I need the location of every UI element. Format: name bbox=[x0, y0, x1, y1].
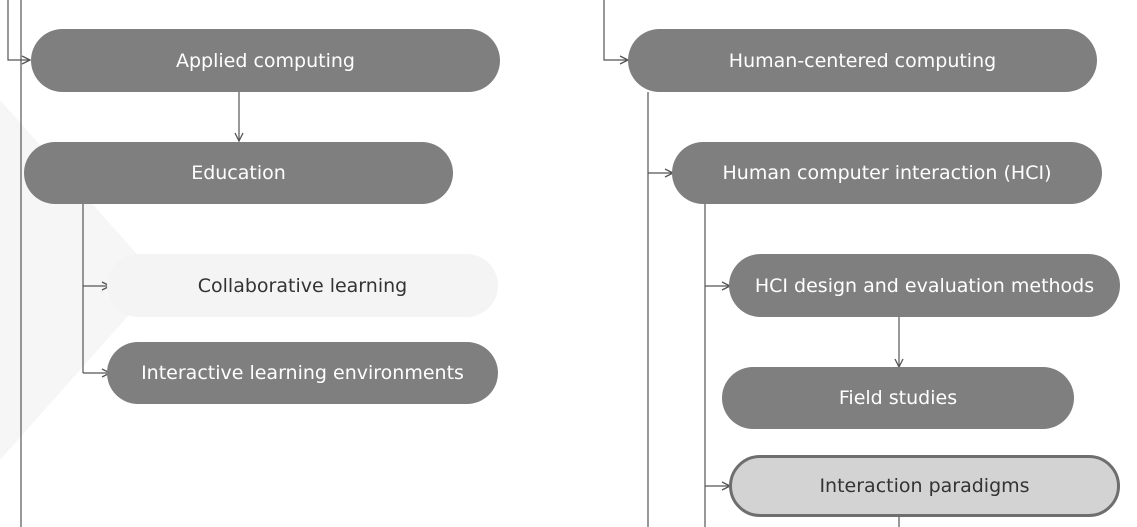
node-interaction-paradigms[interactable]: Interaction paradigms bbox=[729, 455, 1120, 517]
node-hci[interactable]: Human computer interaction (HCI) bbox=[672, 142, 1102, 204]
connector-to-human-centered bbox=[603, 0, 628, 60]
node-applied-computing[interactable]: Applied computing bbox=[31, 29, 500, 92]
connector-to-applied-computing bbox=[7, 0, 30, 60]
node-hci-design-and-evaluation-methods[interactable]: HCI design and evaluation methods bbox=[729, 254, 1120, 317]
node-field-studies[interactable]: Field studies bbox=[722, 367, 1074, 429]
node-human-centered-computing[interactable]: Human-centered computing bbox=[628, 29, 1097, 92]
node-education[interactable]: Education bbox=[24, 142, 453, 204]
node-collaborative-learning[interactable]: Collaborative learning bbox=[107, 254, 498, 317]
node-interactive-learning-environments[interactable]: Interactive learning environments bbox=[107, 342, 498, 404]
